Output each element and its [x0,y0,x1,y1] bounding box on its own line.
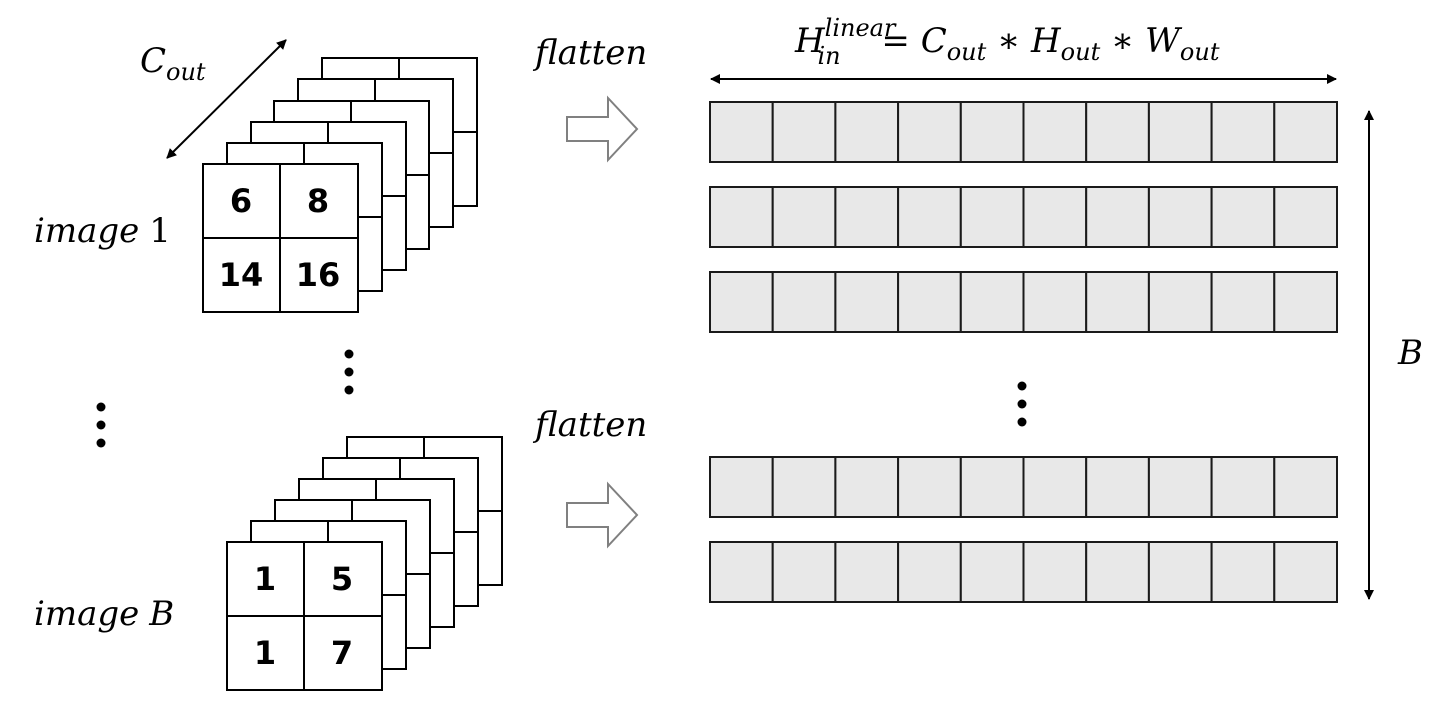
flattened-cell [1147,541,1213,603]
flattened-cell [834,186,900,248]
image-1-value-2: 14 [219,256,264,294]
image-b-value-1: 5 [331,560,353,598]
feature-map-stack-image-b: 1 5 1 7 [226,436,503,691]
flattened-cell [1147,456,1213,518]
flattened-cell [709,101,774,163]
image-1-value-3: 16 [296,256,341,294]
flattened-cell [1273,186,1339,248]
flattened-cell [709,541,774,603]
feature-map-stack-image-1: 6 8 14 16 [202,57,478,313]
batch-label: B [1397,333,1423,373]
image-b-value-0: 1 [254,560,276,598]
flattened-cell [1210,541,1276,603]
flattened-cell [771,101,837,163]
flattened-cell [897,456,962,518]
rows-ellipsis [1017,381,1027,427]
flatten-arrow-top [566,95,639,163]
flattened-cell [1210,101,1276,163]
stack-ellipsis [344,349,354,395]
image-b-value-3: 7 [331,634,353,672]
flattened-cell [709,186,774,248]
image-b-value-2: 1 [254,634,276,672]
flattened-cell [897,101,962,163]
flattened-cell [771,186,837,248]
flattened-cell [1085,456,1150,518]
c-out-label: Cout [140,41,206,86]
flattened-cell [1085,541,1150,603]
flattened-cell [709,271,774,333]
image-1-value-0: 6 [230,182,252,220]
flattened-cell [1273,541,1339,603]
flattened-cell [897,271,962,333]
flattened-cell [897,541,962,603]
flatten-arrow-bottom [566,481,639,549]
flattened-cell [771,541,837,603]
flattened-cell [1147,101,1213,163]
flattened-cell [959,456,1025,518]
flattened-cell [1147,186,1213,248]
c-out-depth-arrow [166,39,287,159]
flattened-cell [1147,271,1213,333]
flattened-cell [1085,271,1150,333]
image-1-value-1: 8 [307,182,329,220]
flatten-label-top: flatten [532,33,647,73]
flattened-cell [959,186,1025,248]
flattened-cell [1210,186,1276,248]
flattened-cell [1273,271,1339,333]
flattened-cell [1273,101,1339,163]
flattened-cell [1022,101,1088,163]
flattened-cell [1022,456,1088,518]
flattened-rows [709,101,1339,603]
flattened-cell [959,541,1025,603]
flattened-cell [1022,186,1088,248]
flatten-label-bottom: flatten [532,405,647,445]
flattened-cell [1210,456,1276,518]
flattened-cell [834,101,900,163]
flattened-cell [1022,271,1088,333]
flattened-cell [959,271,1025,333]
flattened-cell [1210,271,1276,333]
flattened-cell [959,101,1025,163]
flattened-cell [1085,101,1150,163]
flattened-cell [1085,186,1150,248]
flattened-cell [1022,541,1088,603]
label-ellipsis [96,402,106,448]
flattened-cell [834,541,900,603]
flattened-cell [834,456,900,518]
flattened-cell [771,271,837,333]
flattened-cell [1273,456,1339,518]
flattened-cell [709,456,774,518]
flattened-cell [771,456,837,518]
flattened-cell [897,186,962,248]
flattened-cell [834,271,900,333]
